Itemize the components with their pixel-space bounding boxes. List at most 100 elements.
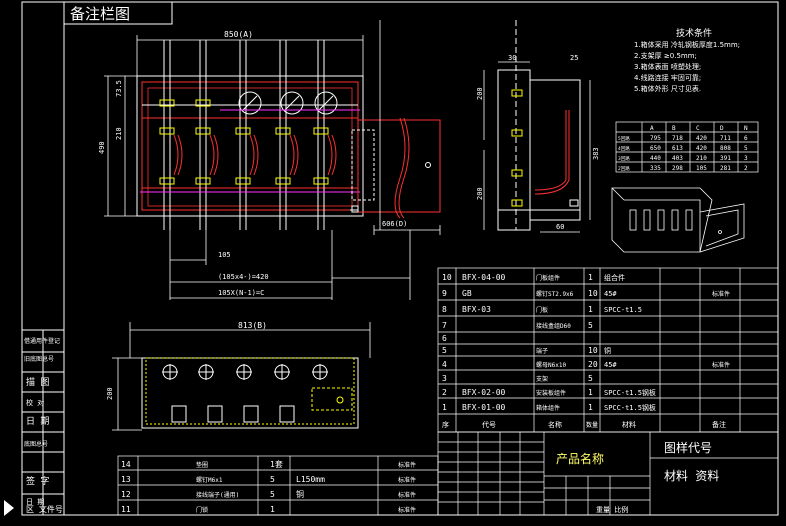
lower-part-note: 标准件 [398,506,416,514]
size-table-cell: 335 [650,165,661,172]
part-no: 3 [442,374,447,383]
lower-part-name: 垫圈 [196,461,208,469]
size-table-cell: 391 [720,155,731,162]
side-dim-200b: 200 [476,187,484,200]
ph-name: 名称 [548,420,562,429]
part-name: 接线盒组D60 [536,322,571,330]
part-qty: 1 [588,403,593,412]
part-name: 门板组件 [536,274,560,282]
size-table-cell: 4回路 [618,145,630,152]
part-no: 4 [442,360,447,369]
dim-200: 200 [106,387,114,400]
part-mat: 45# [604,361,617,369]
parts-list-grid [437,267,779,433]
material-label: 材料 资料 [664,469,719,483]
lower-part-no: 14 [121,460,131,469]
dim-105: 105 [218,251,231,259]
size-table-header: C [696,125,700,132]
dim-490: 490 [98,141,106,154]
ph-no: 序 [442,420,449,429]
part-qty: 20 [588,360,598,369]
side-dim-383: 383 [592,147,600,160]
part-no: 6 [442,334,447,343]
part-no: 7 [442,321,447,330]
lower-part-note: 标准件 [398,491,416,499]
part-qty: 5 [588,321,593,330]
part-qty: 1 [588,273,593,282]
header-box [63,1,173,25]
size-table-cell: 711 [720,135,731,142]
ph-note: 备注 [712,420,726,429]
size-table-cell: 210 [696,155,707,162]
size-table-cell: 420 [696,145,707,152]
size-table-cell: 403 [672,155,683,162]
tech-req-item: 1.箱体采用 冷轧钢板厚度1.5mm; [634,41,741,49]
size-table-cell: 613 [672,145,683,152]
size-table-cell: 5 [744,145,748,152]
header-title: 备注栏图 [70,5,130,23]
part-qty: 1 [588,388,593,397]
ph-code: 代号 [482,420,496,429]
ph-qty: 数量 [586,421,598,429]
part-mat: SPCC-t1.5 [604,306,642,314]
lower-part-name: 门锁 [196,506,208,514]
part-code: BFX-03 [462,305,491,314]
dim-top-width: 850(A) [224,30,253,39]
size-table-cell: 6 [744,135,748,142]
lower-part-no: 13 [121,475,131,484]
lower-part-name: 螺钉M6x1 [196,476,223,484]
part-no: 8 [442,305,447,314]
lower-part-mat: 铜 [296,489,304,499]
ph-mat: 材料 [622,420,636,429]
side-dim-60: 60 [556,223,564,231]
tech-req-title: 技术条件 [675,29,712,39]
size-table-cell: 2回路 [618,165,630,172]
lower-part-note: 标准件 [398,476,416,484]
size-table-header: B [672,125,676,132]
dim-depth: 606(D) [382,220,407,228]
part-mat: SPCC-t1.5钢板 [604,388,656,397]
size-table-cell: 650 [650,145,661,152]
part-no: 1 [442,403,447,412]
lower-part-no: 12 [121,490,131,499]
part-name: 螺钉ST2.9x6 [536,290,574,298]
strip-label-4: 校 对 [26,398,44,407]
lower-part-qty: 1套 [270,459,283,469]
part-code: BFX-04-00 [462,273,506,282]
drawing-code-label: 图样代号 [664,440,712,455]
lower-part-note: 标准件 [398,461,416,469]
part-note: 标准件 [712,361,730,369]
size-table-cell: 808 [720,145,731,152]
parts-header: 序 代号 名称 数量 材料 备注 [442,420,726,429]
bottom-left-label: 区 文件号 [26,504,63,514]
size-table-cell: 281 [720,165,731,172]
part-qty: 5 [588,374,593,383]
part-qty: 10 [588,346,598,355]
size-table-cell: 5回路 [618,135,630,142]
part-no: 10 [442,273,452,282]
part-mat: 组合件 [604,273,625,282]
scale-label: 重量 比例 [596,505,628,514]
part-qty: 10 [588,289,598,298]
size-table-header: N [744,125,748,132]
part-name: 端子 [536,347,548,355]
tech-requirements: 技术条件 1.箱体采用 冷轧钢板厚度1.5mm; 2.支架厚 ≥0.5mm; 3… [634,28,754,95]
part-name: 箱体组件 [536,404,560,412]
part-mat: 45# [604,290,617,298]
size-table-header: A [650,125,654,132]
lower-parts-grid [117,455,439,516]
part-qty: 1 [588,305,593,314]
side-dim-30: 30 [508,54,516,62]
strip-label-7: 签 字 [26,475,49,487]
dim-bot-width: 813(B) [238,321,267,330]
strip-label-2: 旧底图总号 [24,355,54,363]
size-table-cell: 420 [696,135,707,142]
lower-part-no: 11 [121,505,131,514]
size-table-cell: 298 [672,165,683,172]
strip-label-6: 底图总号 [24,440,48,448]
size-table-grid [615,121,759,173]
